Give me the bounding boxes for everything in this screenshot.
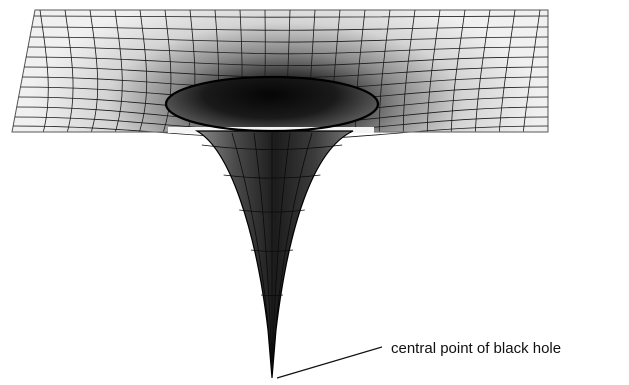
funnel-meridian-line (231, 132, 273, 373)
funnel-meridian-line (253, 132, 273, 373)
funnel-grid (201, 132, 343, 373)
annotation-label: central point of black hole (391, 340, 561, 357)
grid-column-line (138, 9, 148, 133)
grid-column-line (89, 9, 99, 133)
grid-column-line (162, 9, 172, 133)
grid-row-line (27, 46, 549, 55)
grid-column-line (114, 9, 123, 133)
grid-column-line (426, 9, 441, 133)
annotation-leader-line (276, 346, 383, 379)
grid-column-line (450, 9, 466, 133)
grid-column-line (522, 9, 541, 133)
funnel-meridian-line (271, 132, 291, 373)
grid-column-line (474, 9, 491, 133)
grid-column-line (64, 9, 74, 133)
grid-column-line (498, 9, 516, 133)
grid-row-line (33, 15, 549, 18)
grid-row-line (26, 56, 549, 67)
gravity-well-funnel (194, 130, 354, 379)
event-horizon-throat (166, 77, 378, 131)
grid-row-line (31, 26, 549, 31)
grid-row-line (29, 36, 549, 43)
funnel-meridian-line (271, 132, 313, 373)
well-rim (164, 75, 380, 133)
grid-column-line (402, 9, 416, 133)
grid-column-line (378, 9, 391, 133)
grid-column-line (39, 9, 49, 133)
